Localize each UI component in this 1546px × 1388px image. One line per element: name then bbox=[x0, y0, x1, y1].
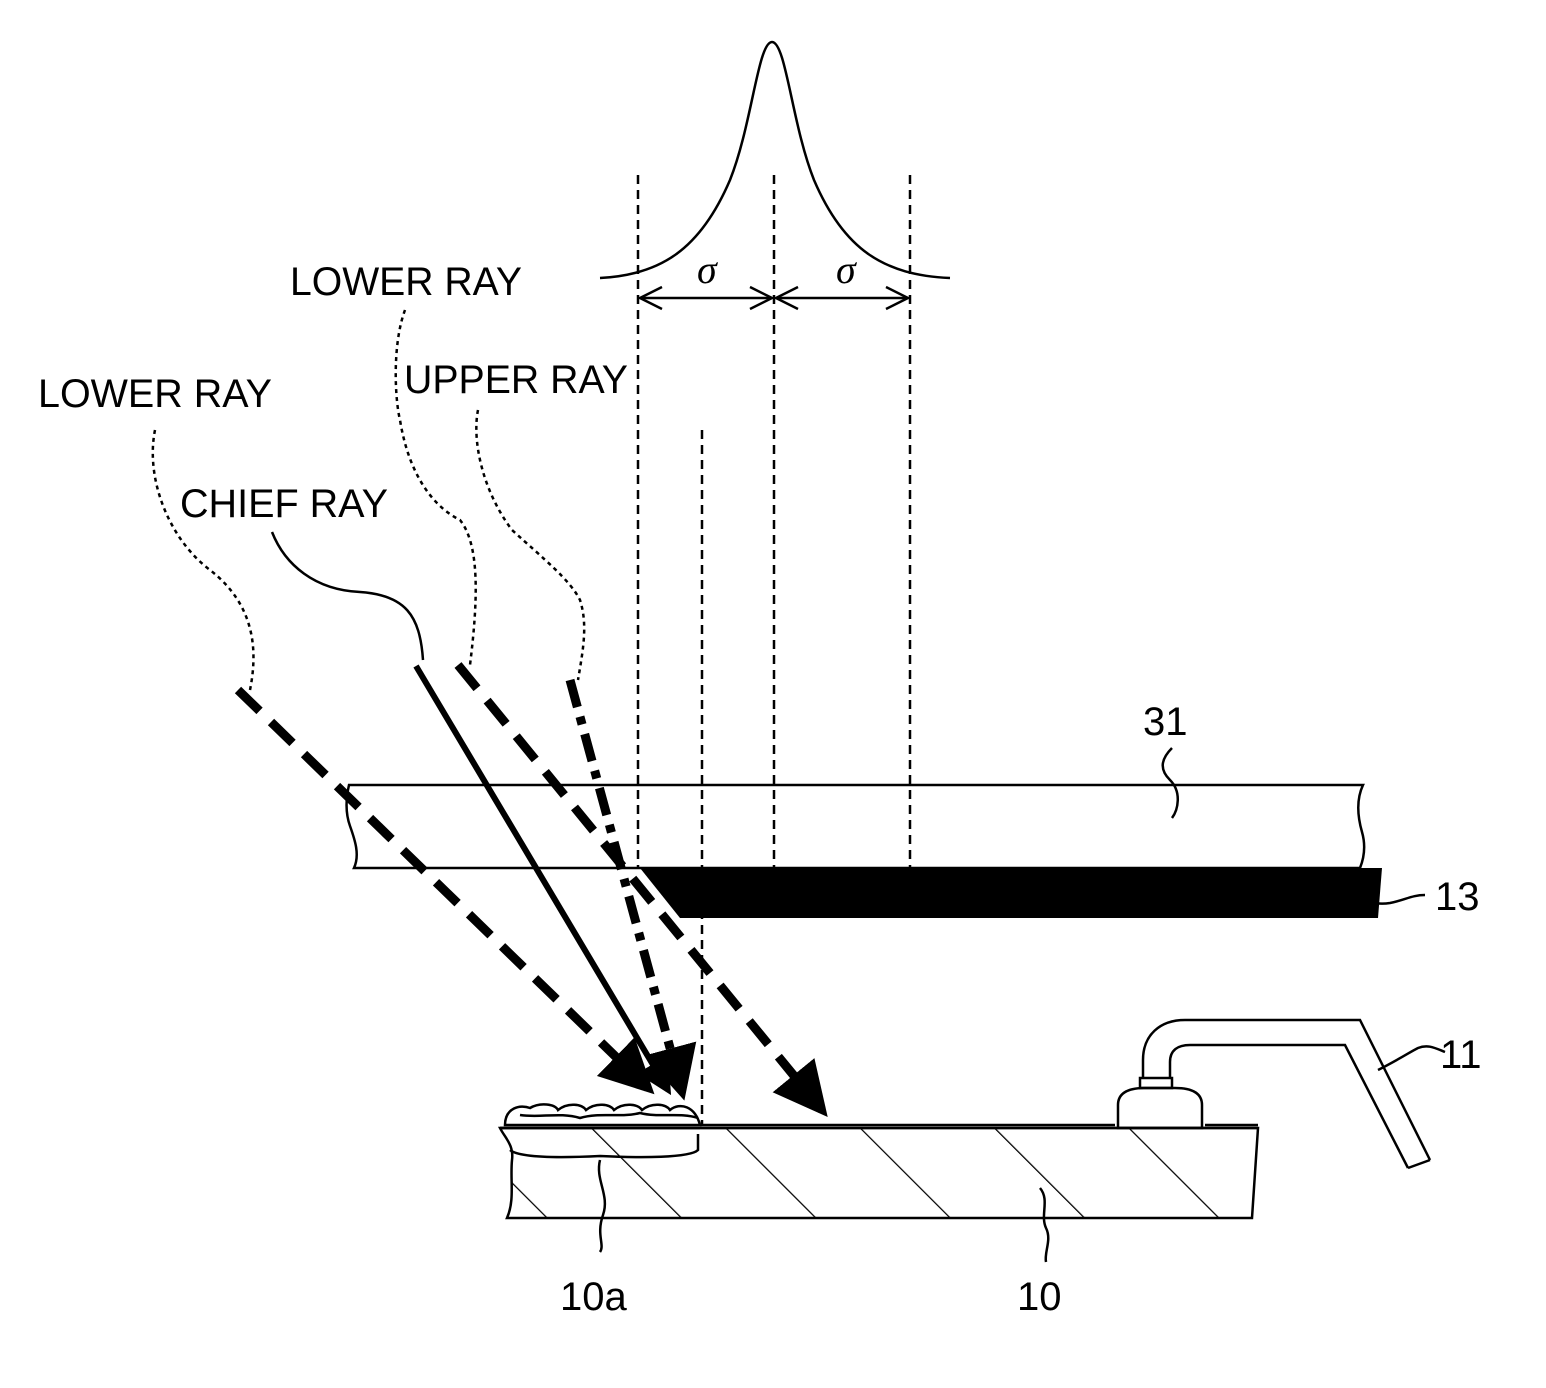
chief-ray-leader bbox=[272, 532, 423, 660]
lower-ray-label-top: LOWER RAY bbox=[290, 260, 522, 304]
leader-31 bbox=[1163, 748, 1178, 818]
leader-11 bbox=[1378, 1046, 1445, 1070]
mask-layer-13 bbox=[640, 868, 1382, 918]
ref-10-label: 10 bbox=[1017, 1275, 1062, 1319]
window-plate-31 bbox=[347, 785, 1365, 868]
ref-11-label: 11 bbox=[1440, 1033, 1482, 1077]
upper-ray-leader bbox=[476, 410, 584, 680]
chief-ray-arrow bbox=[416, 666, 668, 1090]
chief-ray-label: CHIEF RAY bbox=[180, 482, 388, 526]
sigma-dimension-arrows bbox=[640, 287, 908, 309]
upper-ray-label: UPPER RAY bbox=[404, 358, 628, 402]
base-plate-10 bbox=[500, 1125, 1258, 1218]
ref-10a-label: 10a bbox=[560, 1275, 627, 1319]
sigma-right-label: σ bbox=[836, 247, 857, 292]
ref-13-label: 13 bbox=[1435, 875, 1480, 919]
ref-31-label: 31 bbox=[1143, 700, 1188, 744]
lower-ray-left-leader bbox=[153, 430, 254, 690]
sigma-left-label: σ bbox=[697, 247, 718, 292]
lower-ray-label-left: LOWER RAY bbox=[38, 372, 272, 416]
